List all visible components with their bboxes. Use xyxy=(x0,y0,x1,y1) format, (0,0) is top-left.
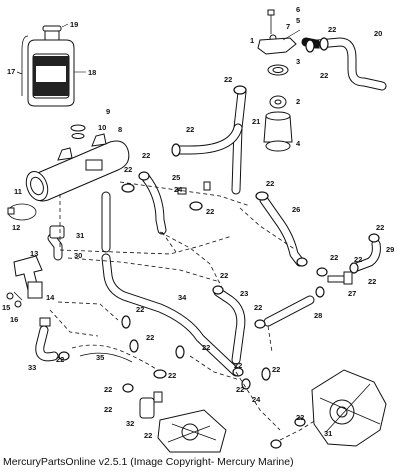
label-26: 26 xyxy=(292,205,300,214)
label-7: 7 xyxy=(286,22,290,31)
label-22: 22 xyxy=(254,303,262,312)
label-22: 22 xyxy=(186,125,194,134)
label-12: 12 xyxy=(12,223,20,232)
label-22: 22 xyxy=(234,361,242,370)
label-22: 22 xyxy=(206,207,214,216)
clamp-11 xyxy=(7,203,37,221)
label-33: 33 xyxy=(28,363,36,372)
hose-29 xyxy=(349,239,381,273)
label-34: 34 xyxy=(178,293,187,302)
label-3: 3 xyxy=(296,57,300,66)
label-22: 22 xyxy=(56,355,64,364)
routing-lines xyxy=(49,181,317,441)
label-22: 22 xyxy=(144,431,152,440)
label-8: 8 xyxy=(118,125,122,134)
label-24-bottom: 24 xyxy=(252,395,261,404)
label-18: 18 xyxy=(88,68,96,77)
hose-28 xyxy=(263,295,315,327)
hose-35 xyxy=(71,344,161,373)
label-19: 19 xyxy=(70,20,78,29)
hose-34 xyxy=(101,191,241,377)
label-22: 22 xyxy=(376,223,384,232)
label-22: 22 xyxy=(104,385,112,394)
label-22: 22 xyxy=(368,277,376,286)
label-22: 22 xyxy=(224,75,232,84)
hose-23 xyxy=(213,287,246,365)
label-27: 27 xyxy=(348,289,356,298)
label-22: 22 xyxy=(168,371,176,380)
label-31-left: 31 xyxy=(76,231,84,240)
label-22: 22 xyxy=(104,405,112,414)
label-11: 11 xyxy=(14,187,22,196)
engine-block xyxy=(311,369,387,447)
elbow-fittings xyxy=(47,225,65,261)
label-2: 2 xyxy=(296,97,300,106)
hose-26 xyxy=(259,195,305,267)
label-22: 22 xyxy=(146,333,154,342)
label-24-top: 24 xyxy=(174,185,183,194)
label-22: 22 xyxy=(124,165,132,174)
label-16: 16 xyxy=(10,315,18,324)
hose-33 xyxy=(35,325,59,362)
label-22: 22 xyxy=(142,151,150,160)
label-22: 22 xyxy=(220,271,228,280)
hose-clamps xyxy=(58,37,380,449)
label-22: 22 xyxy=(330,253,338,262)
hose-32 xyxy=(139,391,163,419)
label-10: 10 xyxy=(98,123,106,132)
label-32: 32 xyxy=(126,419,134,428)
bracket xyxy=(6,255,51,327)
label-22: 22 xyxy=(296,413,304,422)
coolant-reservoir xyxy=(16,23,86,107)
label-35: 35 xyxy=(96,353,104,362)
label-31-right: 31 xyxy=(324,429,332,438)
label-22: 22 xyxy=(266,179,274,188)
label-23: 23 xyxy=(240,289,248,298)
label-22: 22 xyxy=(202,343,210,352)
label-22: 22 xyxy=(328,25,336,34)
label-22: 22 xyxy=(354,255,362,264)
label-6: 6 xyxy=(296,5,300,14)
label-25: 25 xyxy=(172,173,180,182)
label-14: 14 xyxy=(46,293,55,302)
label-21: 21 xyxy=(252,117,260,126)
label-30: 30 xyxy=(74,251,82,260)
label-9: 9 xyxy=(106,107,110,116)
hose-25 xyxy=(141,173,167,235)
label-4: 4 xyxy=(296,139,301,148)
label-1: 1 xyxy=(250,36,254,45)
hose-21 xyxy=(173,87,247,195)
label-22: 22 xyxy=(272,365,280,374)
label-13: 13 xyxy=(30,249,38,258)
label-29: 29 xyxy=(386,245,394,254)
heat-exchanger xyxy=(25,124,130,202)
label-28: 28 xyxy=(314,311,322,320)
label-20: 20 xyxy=(374,29,382,38)
label-22: 22 xyxy=(236,385,244,394)
image-caption: MercuryPartsOnline v2.5.1 (Image Copyrig… xyxy=(3,456,294,468)
label-22: 22 xyxy=(320,71,328,80)
fitting-27 xyxy=(327,271,353,285)
label-5: 5 xyxy=(296,16,300,25)
thermostat-housing xyxy=(257,9,301,152)
part-number-labels: 19 17 18 6 5 7 1 3 2 4 21 20 9 10 8 11 1… xyxy=(2,5,394,440)
seawater-pump xyxy=(157,409,227,453)
hose-20 xyxy=(301,37,387,91)
label-22: 22 xyxy=(136,305,144,314)
label-15: 15 xyxy=(2,303,10,312)
label-17: 17 xyxy=(7,67,15,76)
